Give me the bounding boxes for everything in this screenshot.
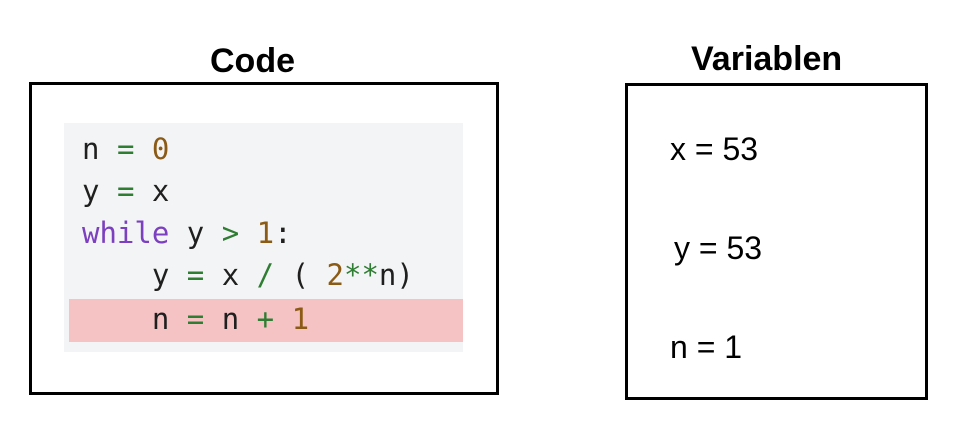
code-token-space [274, 258, 291, 292]
code-token-space [204, 302, 221, 336]
code-token-punc: ( [291, 258, 310, 292]
code-token-op: = [186, 302, 205, 336]
code-token-space [99, 174, 116, 208]
code-token-space [169, 216, 186, 250]
code-token-name: n [151, 302, 170, 336]
code-token-op: / [256, 258, 275, 292]
code-token-space [82, 302, 152, 336]
code-token-space [239, 302, 256, 336]
code-token-punc: : [274, 216, 292, 250]
code-token-name: x [151, 174, 170, 208]
code-line: n = 0 [82, 131, 169, 167]
code-token-space [169, 258, 186, 292]
code-line-current: n = n + 1 [82, 301, 309, 337]
code-panel-title: Code [210, 42, 295, 80]
code-line: while y > 1: [82, 215, 292, 251]
code-token-space [134, 174, 151, 208]
current-line-highlight [69, 299, 463, 342]
code-token-op: = [116, 174, 135, 208]
code-token-op: ** [344, 258, 379, 292]
code-token-space [169, 302, 186, 336]
code-token-name: y [151, 258, 170, 292]
variable-n: n = 1 [670, 329, 743, 365]
code-token-space [309, 258, 326, 292]
code-token-op: = [186, 258, 205, 292]
code-token-space [134, 132, 151, 166]
code-token-name: x [221, 258, 240, 292]
code-line: y = x [82, 173, 169, 209]
code-line: y = x / ( 2**n) [82, 257, 414, 293]
code-token-op: = [116, 132, 135, 166]
code-token-space [239, 216, 256, 250]
code-token-num: 1 [291, 302, 310, 336]
code-token-num: 0 [151, 132, 170, 166]
code-token-space [82, 258, 152, 292]
variable-y: y = 53 [674, 230, 763, 266]
code-token-name: n [82, 132, 100, 166]
variables-panel-title: Variablen [691, 40, 843, 78]
code-token-space [204, 216, 221, 250]
code-token-name: n [378, 258, 397, 292]
code-token-op: + [256, 302, 275, 336]
code-token-name: n [221, 302, 240, 336]
variables-panel [625, 83, 928, 400]
code-token-name: y [82, 174, 100, 208]
code-token-space [204, 258, 221, 292]
code-token-name: y [186, 216, 205, 250]
variable-x: x = 53 [670, 131, 759, 167]
code-token-space [239, 258, 256, 292]
code-token-num: 1 [256, 216, 275, 250]
code-token-space [99, 132, 116, 166]
code-token-op: > [221, 216, 240, 250]
code-token-num: 2 [326, 258, 344, 292]
code-token-punc: ) [396, 258, 414, 292]
code-token-kw: while [82, 216, 170, 250]
code-token-space [274, 302, 291, 336]
